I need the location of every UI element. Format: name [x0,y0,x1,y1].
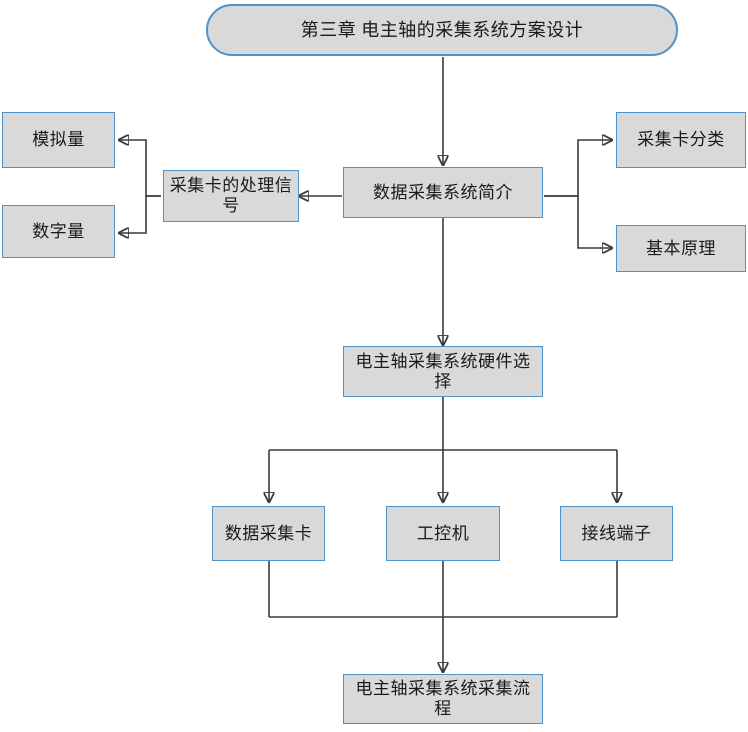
node-label: 采集卡分类 [637,130,725,150]
edge-card-signal-to-analog [119,140,161,197]
node-hardware-selection[interactable]: 电主轴采集系统硬件选择 [343,346,543,397]
node-collection-flow[interactable]: 电主轴采集系统采集流程 [343,674,543,724]
node-label: 模拟量 [32,130,85,150]
edge-daq-intro-to-principle [544,195,612,248]
node-label: 数据采集系统简介 [373,182,513,202]
node-label: 工控机 [416,523,470,543]
node-label: 采集卡的处理信号 [169,176,293,215]
edge-daq-intro-to-card-class [544,140,612,197]
node-daq-intro[interactable]: 数据采集系统简介 [343,167,543,218]
node-label: 第三章 电主轴的采集系统方案设计 [300,19,584,40]
node-label: 电主轴采集系统采集流程 [355,679,531,718]
node-label: 接线端子 [581,523,652,543]
node-label: 数字量 [32,221,85,241]
node-daq-card[interactable]: 数据采集卡 [212,506,325,561]
node-label: 数据采集卡 [224,523,313,543]
node-label: 电主轴采集系统硬件选择 [355,351,531,391]
node-label: 基本原理 [646,238,716,258]
node-digital[interactable]: 数字量 [2,205,115,258]
edge-card-signal-to-digital [119,195,161,233]
node-chapter-title[interactable]: 第三章 电主轴的采集系统方案设计 [206,4,678,56]
node-card-signal[interactable]: 采集卡的处理信号 [163,170,299,222]
node-card-class[interactable]: 采集卡分类 [616,112,746,168]
node-principle[interactable]: 基本原理 [616,225,746,272]
node-ipc[interactable]: 工控机 [386,506,500,561]
node-analog[interactable]: 模拟量 [2,112,115,168]
node-terminal[interactable]: 接线端子 [560,506,673,561]
